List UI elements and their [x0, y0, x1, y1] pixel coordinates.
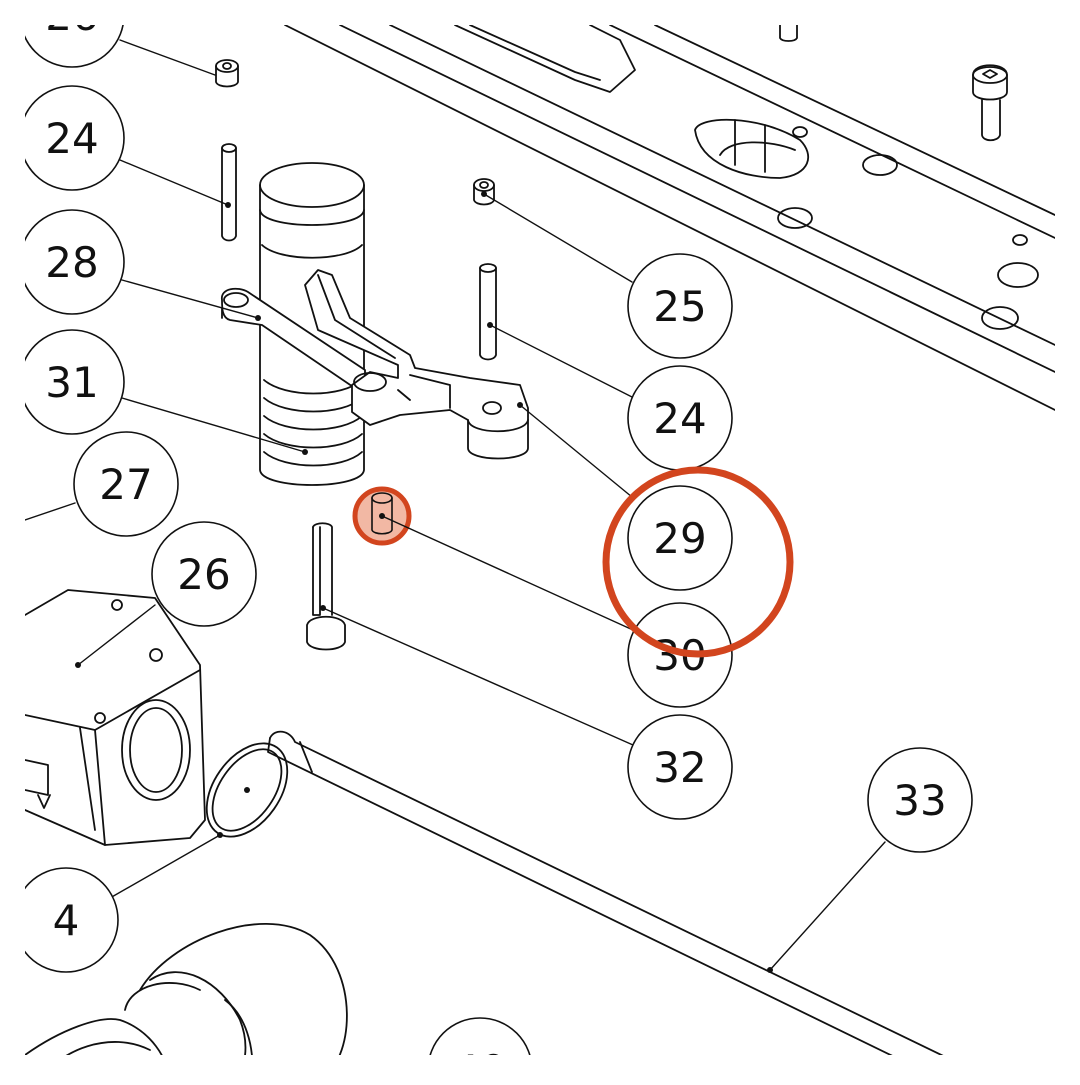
leader-lines	[25, 39, 886, 971]
callout-26-top: 26	[25, 0, 124, 68]
callout-26: 26	[151, 521, 257, 627]
housing-block	[25, 589, 206, 846]
callout-25: 25	[627, 253, 733, 359]
dowel-pin-left	[221, 143, 237, 242]
callout-32: 32	[627, 714, 733, 820]
callout-label: 28	[45, 238, 98, 287]
callout-24-right: 24	[627, 365, 733, 471]
callout-4: 4	[25, 867, 119, 973]
callout-29: 29	[627, 485, 733, 591]
callout-label: 24	[45, 114, 98, 163]
callout-24-left: 24	[25, 85, 125, 191]
callout-label: 31	[45, 358, 98, 407]
sleeve-top-left	[215, 59, 239, 88]
callout-label: 32	[653, 743, 706, 792]
callout-label: 26	[177, 550, 230, 599]
o-ring	[205, 742, 289, 838]
callout-40: 40	[429, 1017, 531, 1080]
callout-31: 31	[25, 329, 125, 435]
callout-label: 26	[45, 0, 98, 40]
callout-28: 28	[25, 209, 125, 315]
knurled-cylinder	[259, 162, 365, 486]
callout-27: 27	[73, 431, 179, 537]
cap-screw-top	[972, 64, 1008, 142]
callout-33: 33	[867, 747, 973, 853]
callout-label: 4	[53, 896, 80, 945]
base-plate	[284, 25, 1055, 411]
bracket-link	[304, 269, 529, 460]
highlight-ring	[602, 466, 794, 658]
callout-label: 25	[653, 282, 706, 331]
shoulder-screw	[306, 522, 346, 651]
bottom-cylinder	[25, 923, 348, 1055]
callout-label: 33	[893, 776, 946, 825]
callout-label: 29	[653, 514, 706, 563]
dowel-pin-right	[479, 263, 497, 361]
long-rod	[267, 730, 944, 1055]
callout-label: 27	[99, 460, 152, 509]
callout-label: 24	[653, 394, 706, 443]
leader-dots	[75, 191, 773, 973]
callout-label: 40	[453, 1046, 506, 1080]
